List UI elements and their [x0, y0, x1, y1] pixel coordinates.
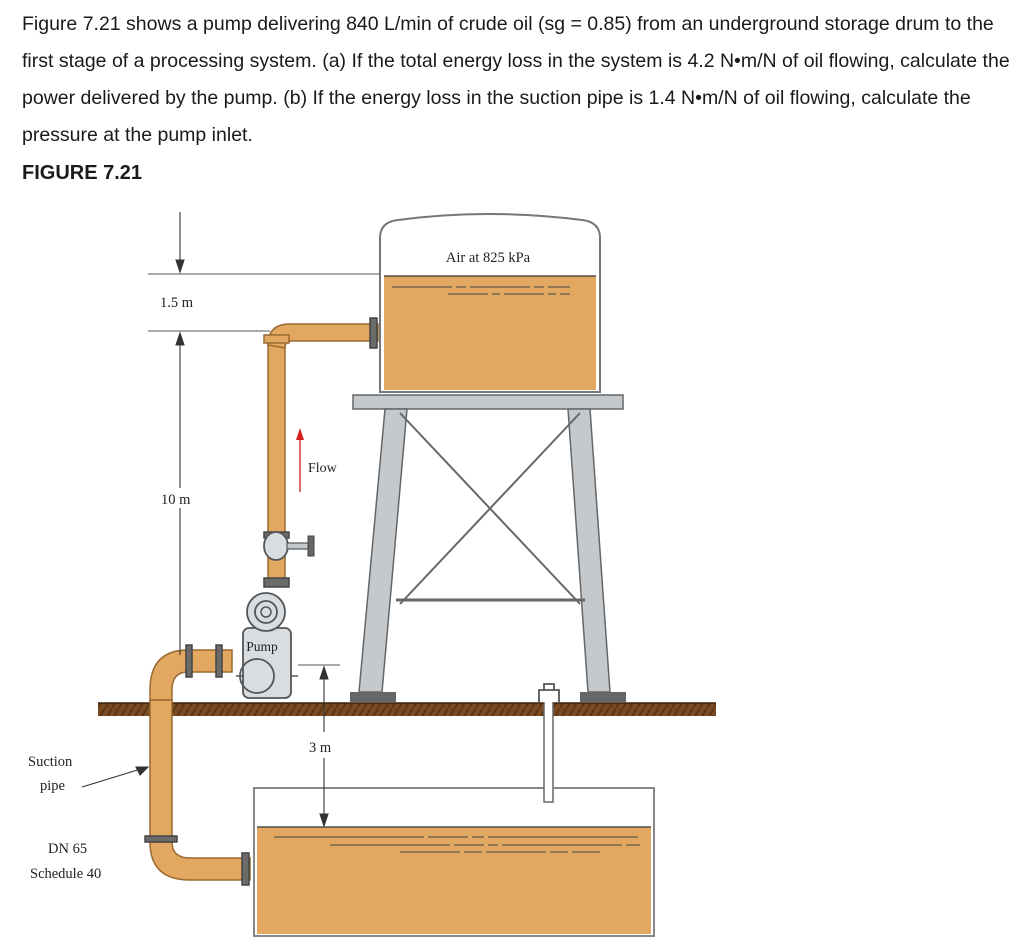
dim-3m-label: 3 m [309, 740, 332, 756]
suction-label-line1: Suction [28, 754, 73, 770]
air-pressure-label: Air at 825 kPa [446, 250, 531, 266]
suction-pipe [144, 644, 251, 886]
storage-drum [253, 787, 655, 937]
pump: Pump [236, 592, 298, 699]
dim-10m-label: 10 m [161, 492, 191, 508]
problem-statement: Figure 7.21 shows a pump delivering 840 … [22, 13, 1010, 146]
suction-label-line2: pipe [40, 778, 65, 794]
flow-arrow: Flow [296, 428, 338, 492]
dn-label-line1: DN 65 [48, 841, 87, 857]
pump-label: Pump [246, 639, 278, 654]
tank-stand [350, 394, 626, 702]
dim-1-5m-label: 1.5 m [160, 295, 194, 311]
figure-caption: FIGURE 7.21 [22, 162, 143, 184]
ground-surface [98, 702, 716, 716]
gate-valve [263, 531, 315, 561]
dimension-lines [81, 212, 380, 828]
dn-label-line2: Schedule 40 [30, 866, 101, 882]
upper-tank: Air at 825 kPa [379, 213, 601, 393]
upper-tank-oil [384, 276, 596, 390]
flow-label: Flow [308, 461, 338, 476]
vent-pipe [538, 683, 560, 803]
storage-drum-oil [257, 827, 651, 934]
